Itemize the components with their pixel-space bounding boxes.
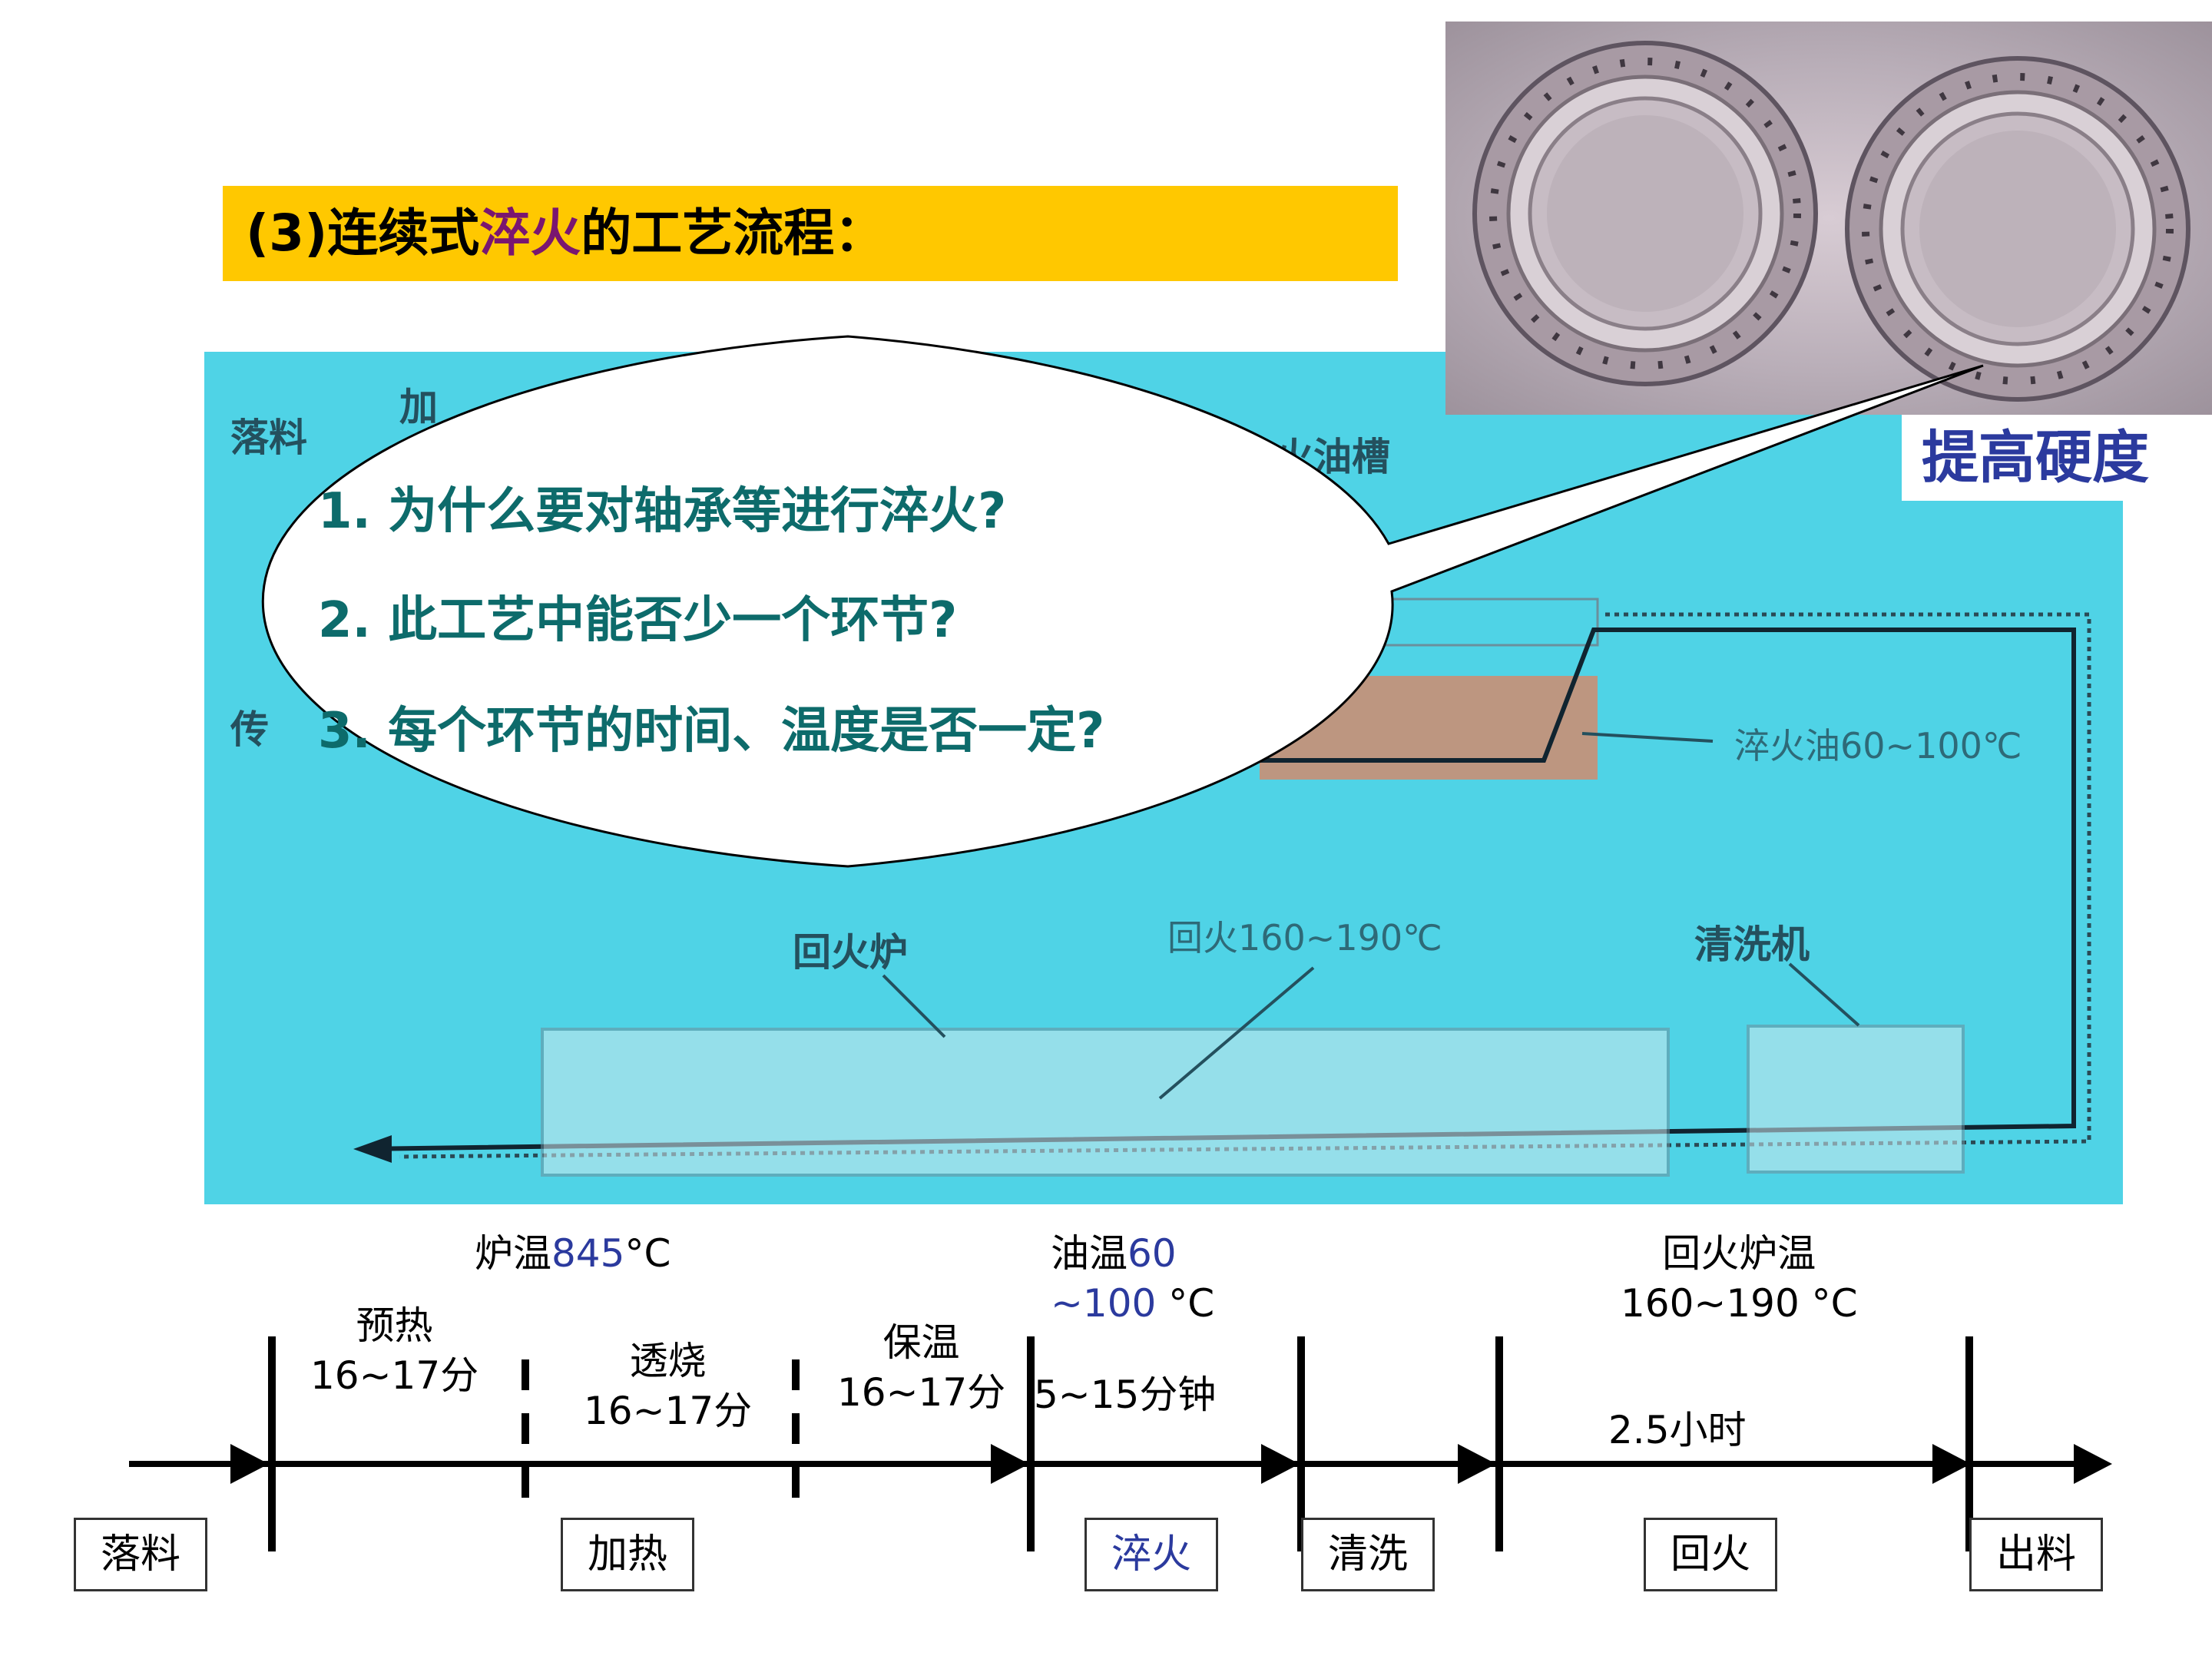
stage-feed: 落料 — [74, 1518, 207, 1591]
step-preheat: 预热 16~17分 — [310, 1303, 479, 1398]
callout-question-1: 1. 为什么要对轴承等进行淬火? — [318, 483, 1007, 540]
photo-caption: 提高硬度 — [1902, 415, 2169, 501]
title-highlight: 淬火 — [479, 204, 581, 263]
stage-output: 出料 — [1969, 1518, 2103, 1591]
temper-temp-leader-line — [1158, 966, 1315, 1100]
conveyor-arrowhead — [353, 1135, 392, 1163]
partial-label-luoliao: 落料 — [230, 416, 307, 460]
step-soak: 透烧 16~17分 — [584, 1339, 753, 1433]
callout-question-2: 2. 此工艺中能否少一个环节? — [318, 592, 958, 649]
bearing-left — [1472, 41, 1818, 386]
timeline-arrow-2 — [991, 1444, 1029, 1484]
timeline-arrow-3 — [1261, 1444, 1300, 1484]
washer-label: 清洗机 — [1694, 922, 1810, 967]
stage-heating: 加热 — [561, 1518, 694, 1591]
partial-label-jia: 加 — [399, 385, 438, 429]
timeline-arrow-6 — [2074, 1444, 2112, 1484]
temper-time-label: 2.5小时 — [1608, 1408, 1747, 1452]
temper-furnace-temp-label: 回火炉温 160~190 °C — [1621, 1231, 1858, 1326]
tempering-furnace-label: 回火炉 — [793, 930, 908, 975]
washer-leader-line — [1788, 962, 1860, 1027]
timeline-arrow-5 — [1932, 1444, 1971, 1484]
bearing-photo — [1445, 22, 2212, 415]
callout-bubble — [261, 335, 1984, 868]
bearings-illustration — [1472, 41, 2190, 402]
stage-tempering: 回火 — [1644, 1518, 1777, 1591]
furnace-temp-label: 炉温845°C — [475, 1231, 671, 1276]
bearing-right — [1845, 56, 2190, 402]
slide-title: (3)连续式淬火的工艺流程： — [223, 186, 1398, 281]
title-prefix: (3)连续式 — [246, 204, 480, 263]
timeline-arrow-1 — [230, 1444, 269, 1484]
washer-box — [1747, 1025, 1965, 1174]
tempering-furnace-box — [541, 1028, 1670, 1177]
oil-leader-line — [1581, 732, 1714, 743]
oil-temp-timeline-label: 油温60 ~100 °C — [1051, 1231, 1215, 1326]
stage-quench: 淬火 — [1084, 1518, 1218, 1591]
partial-label-chuan: 传 — [230, 707, 269, 752]
tempering-temp-label: 回火160~190℃ — [1167, 917, 1442, 959]
quench-time-label: 5~15分钟 — [1034, 1373, 1217, 1417]
callout-question-3: 3. 每个环节的时间、温度是否一定? — [318, 703, 1105, 760]
timeline-arrow-4 — [1458, 1444, 1496, 1484]
title-suffix: 的工艺流程： — [581, 204, 886, 263]
step-hold: 保温 16~17分 — [837, 1320, 1006, 1415]
stage-washing: 清洗 — [1301, 1518, 1435, 1591]
furnace-leader-line — [882, 974, 946, 1038]
oil-temp-label: 淬火油60~100℃ — [1734, 725, 2022, 767]
